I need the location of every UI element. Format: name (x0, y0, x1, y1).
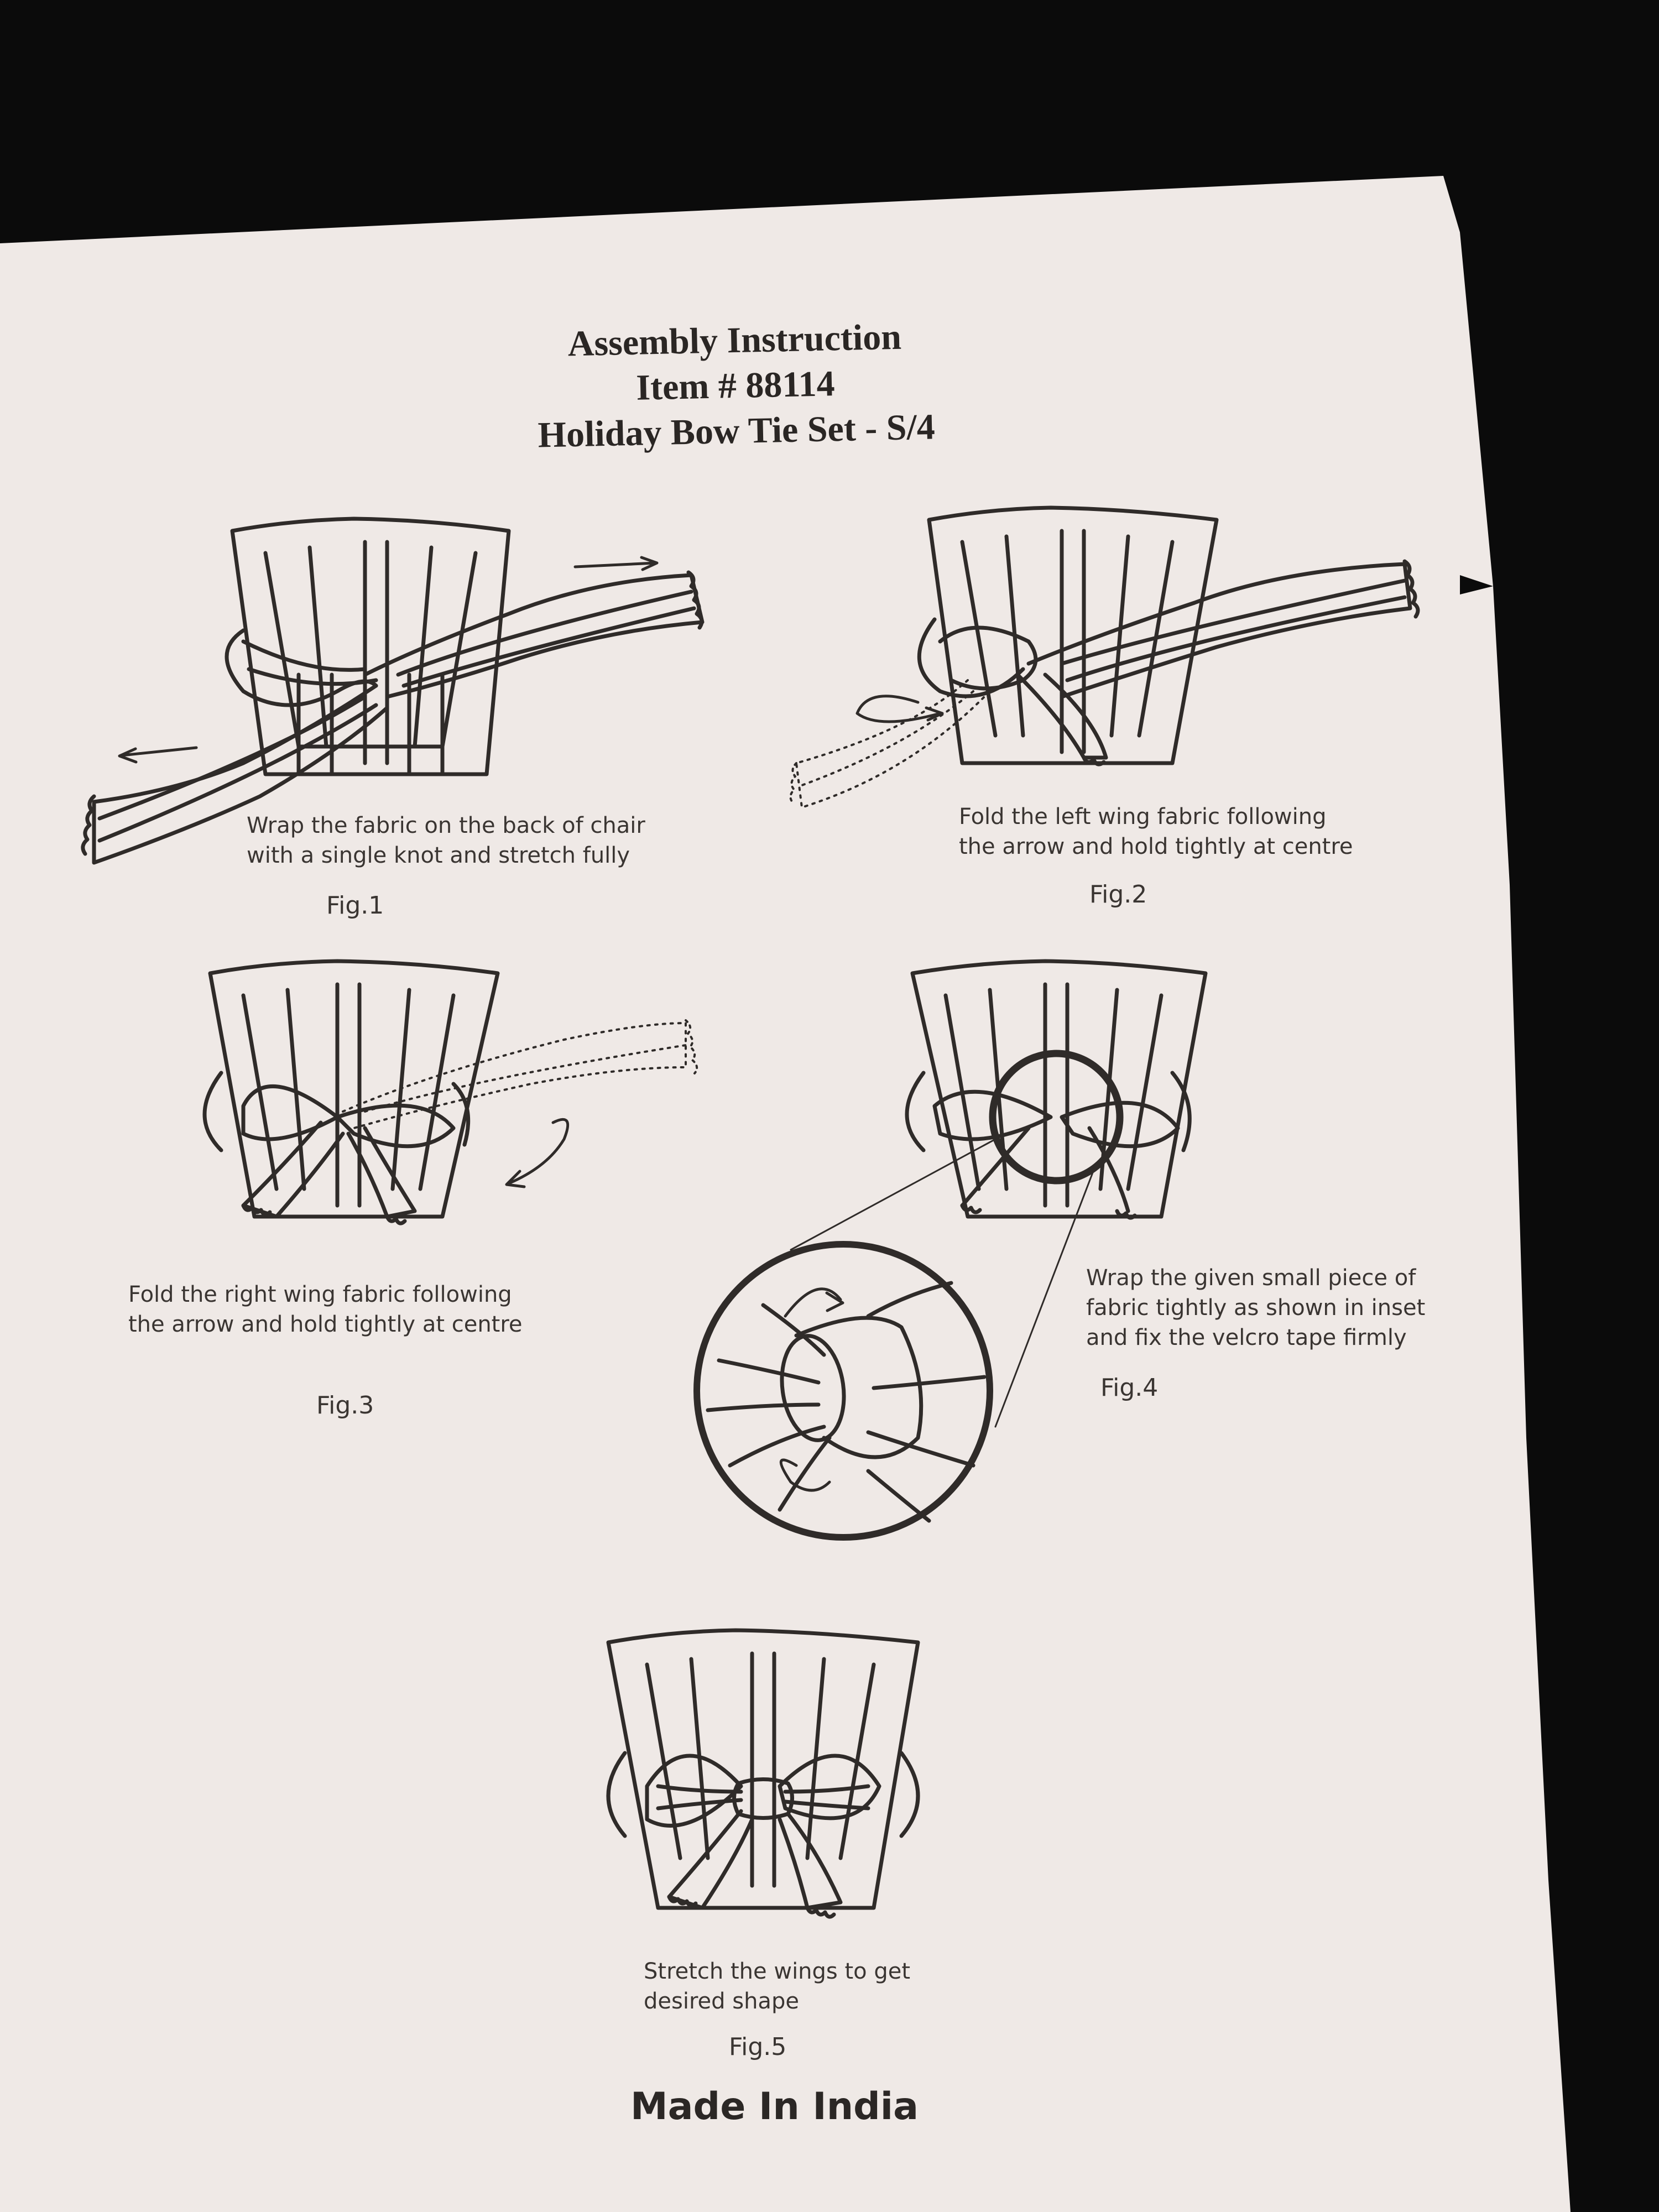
fig2-caption: Fold the left wing fabric following the … (959, 802, 1353, 862)
fig4-caption-line1: Wrap the given small piece of (1086, 1265, 1416, 1291)
fig2-caption-line1: Fold the left wing fabric following (959, 804, 1327, 830)
fig2-caption-line2: the arrow and hold tightly at centre (959, 834, 1353, 859)
made-in-india-label: Made In India (630, 2085, 919, 2128)
fig5-caption-line1: Stretch the wings to get (644, 1959, 911, 1984)
fig1-caption: Wrap the fabric on the back of chair wit… (247, 811, 645, 870)
fig5-label: Fig.5 (729, 2033, 787, 2061)
fig4-caption-line3: and fix the velcro tape firmly (1086, 1325, 1407, 1350)
fig1-label: Fig.1 (326, 891, 384, 920)
fig4-caption-line2: fabric tightly as shown in inset (1086, 1295, 1426, 1321)
fig4-label: Fig.4 (1100, 1374, 1159, 1402)
fig2-label: Fig.2 (1089, 880, 1147, 909)
fig3-label: Fig.3 (316, 1391, 374, 1420)
title-block: Assembly Instruction Item # 88114 Holida… (425, 311, 1047, 460)
figure-3-illustration (199, 951, 741, 1261)
fig5-caption: Stretch the wings to get desired shape (644, 1957, 910, 2016)
figure-4-illustration (686, 951, 1228, 1559)
figure-1-illustration (77, 509, 730, 896)
figure-5-illustration (597, 1620, 929, 1930)
fig3-caption-line2: the arrow and hold tightly at centre (128, 1312, 523, 1337)
fig4-caption: Wrap the given small piece of fabric tig… (1086, 1263, 1425, 1353)
fig1-caption-line2: with a single knot and stretch fully (247, 843, 630, 868)
fig3-caption: Fold the right wing fabric following the… (128, 1280, 523, 1339)
figure-2-illustration (785, 498, 1438, 885)
fig5-caption-line2: desired shape (644, 1989, 799, 2014)
fig1-caption-line1: Wrap the fabric on the back of chair (247, 813, 645, 838)
fig3-caption-line1: Fold the right wing fabric following (128, 1282, 512, 1307)
